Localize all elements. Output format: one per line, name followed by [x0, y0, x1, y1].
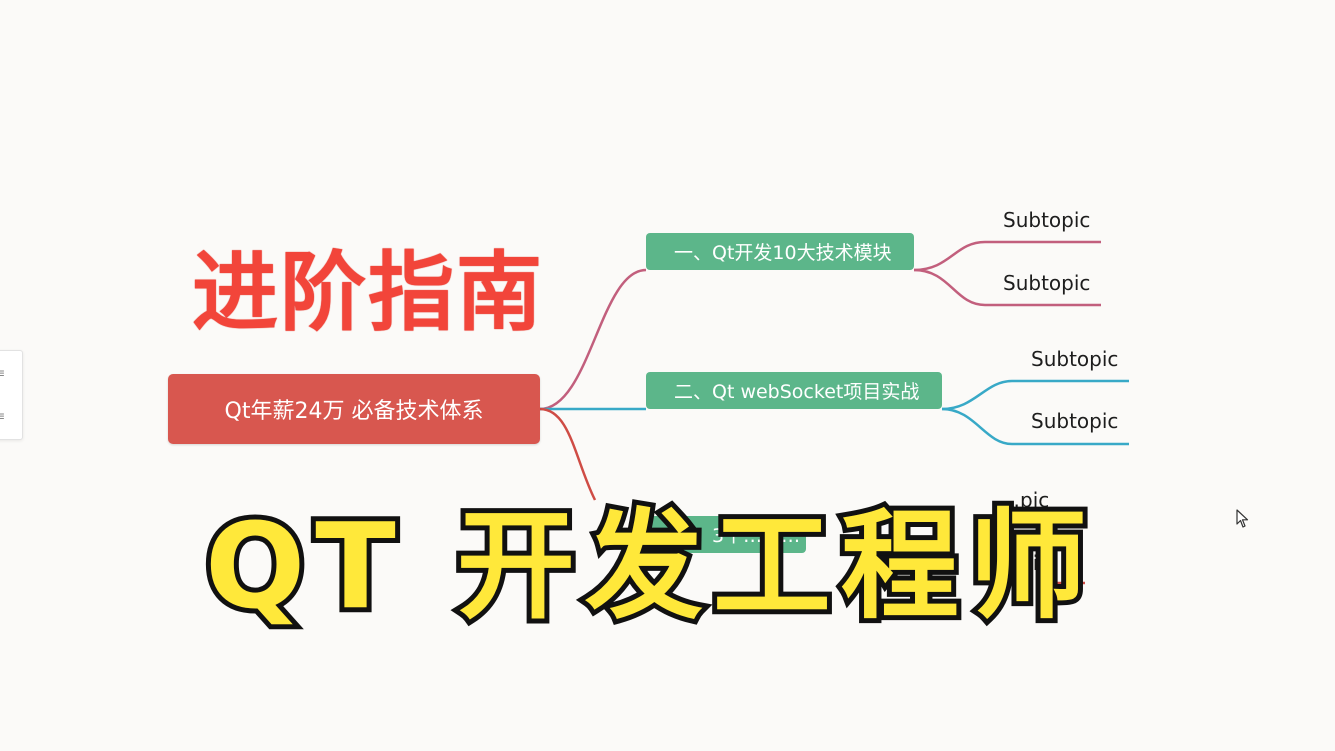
- connector-root-branch1: [539, 268, 647, 411]
- subtopic-label: …pic: [1000, 551, 1050, 575]
- subtopic-label: Subtopic: [1031, 347, 1119, 371]
- overlay-title-main: QT 开发工程师: [200, 492, 1097, 640]
- subtopic-node[interactable]: …pic: [1000, 488, 1049, 512]
- overlay-title-top: 进阶指南: [192, 243, 544, 343]
- side-toolbar: ≡ ≡: [0, 350, 23, 440]
- branch-node-2[interactable]: 二、Qt webSocket项目实战: [646, 372, 942, 409]
- connector-root-branch3: [539, 407, 597, 501]
- branch-node-1[interactable]: 一、Qt开发10大技术模块: [646, 233, 914, 270]
- connector-b1-sub2: [913, 268, 1101, 307]
- root-node-label: Qt年薪24万 必备技术体系: [224, 399, 484, 424]
- subtopic-node[interactable]: Subtopic: [1003, 208, 1090, 232]
- connector-b1-sub1: [913, 240, 1101, 272]
- mindmap-root-node[interactable]: Qt年薪24万 必备技术体系: [168, 374, 540, 444]
- mouse-pointer-icon: [1236, 509, 1249, 528]
- list-icon[interactable]: ≡: [0, 366, 6, 380]
- subtopic-node[interactable]: Subtopic: [1031, 409, 1118, 433]
- branch-node-3[interactable]: 三、3个…握…: [646, 516, 806, 553]
- subtopic-node[interactable]: Subtopic: [1003, 271, 1090, 295]
- subtopic-label: Subtopic: [1003, 271, 1091, 295]
- subtopic-label: …pic: [1000, 488, 1050, 512]
- connector-b2-sub1: [941, 379, 1129, 411]
- connector-b2-sub2: [941, 407, 1129, 446]
- list-icon[interactable]: ≡: [0, 409, 6, 423]
- subtopic-label: Subtopic: [1031, 409, 1119, 433]
- subtopic-label: Subtopic: [1003, 208, 1091, 232]
- branch-node-label: 二、Qt webSocket项目实战: [674, 381, 920, 403]
- subtopic-node[interactable]: …pic: [1000, 551, 1049, 575]
- subtopic-node[interactable]: Subtopic: [1031, 347, 1118, 371]
- branch-node-label: 一、Qt开发10大技术模块: [674, 242, 892, 264]
- branch-node-label: 三、3个…握…: [674, 525, 801, 547]
